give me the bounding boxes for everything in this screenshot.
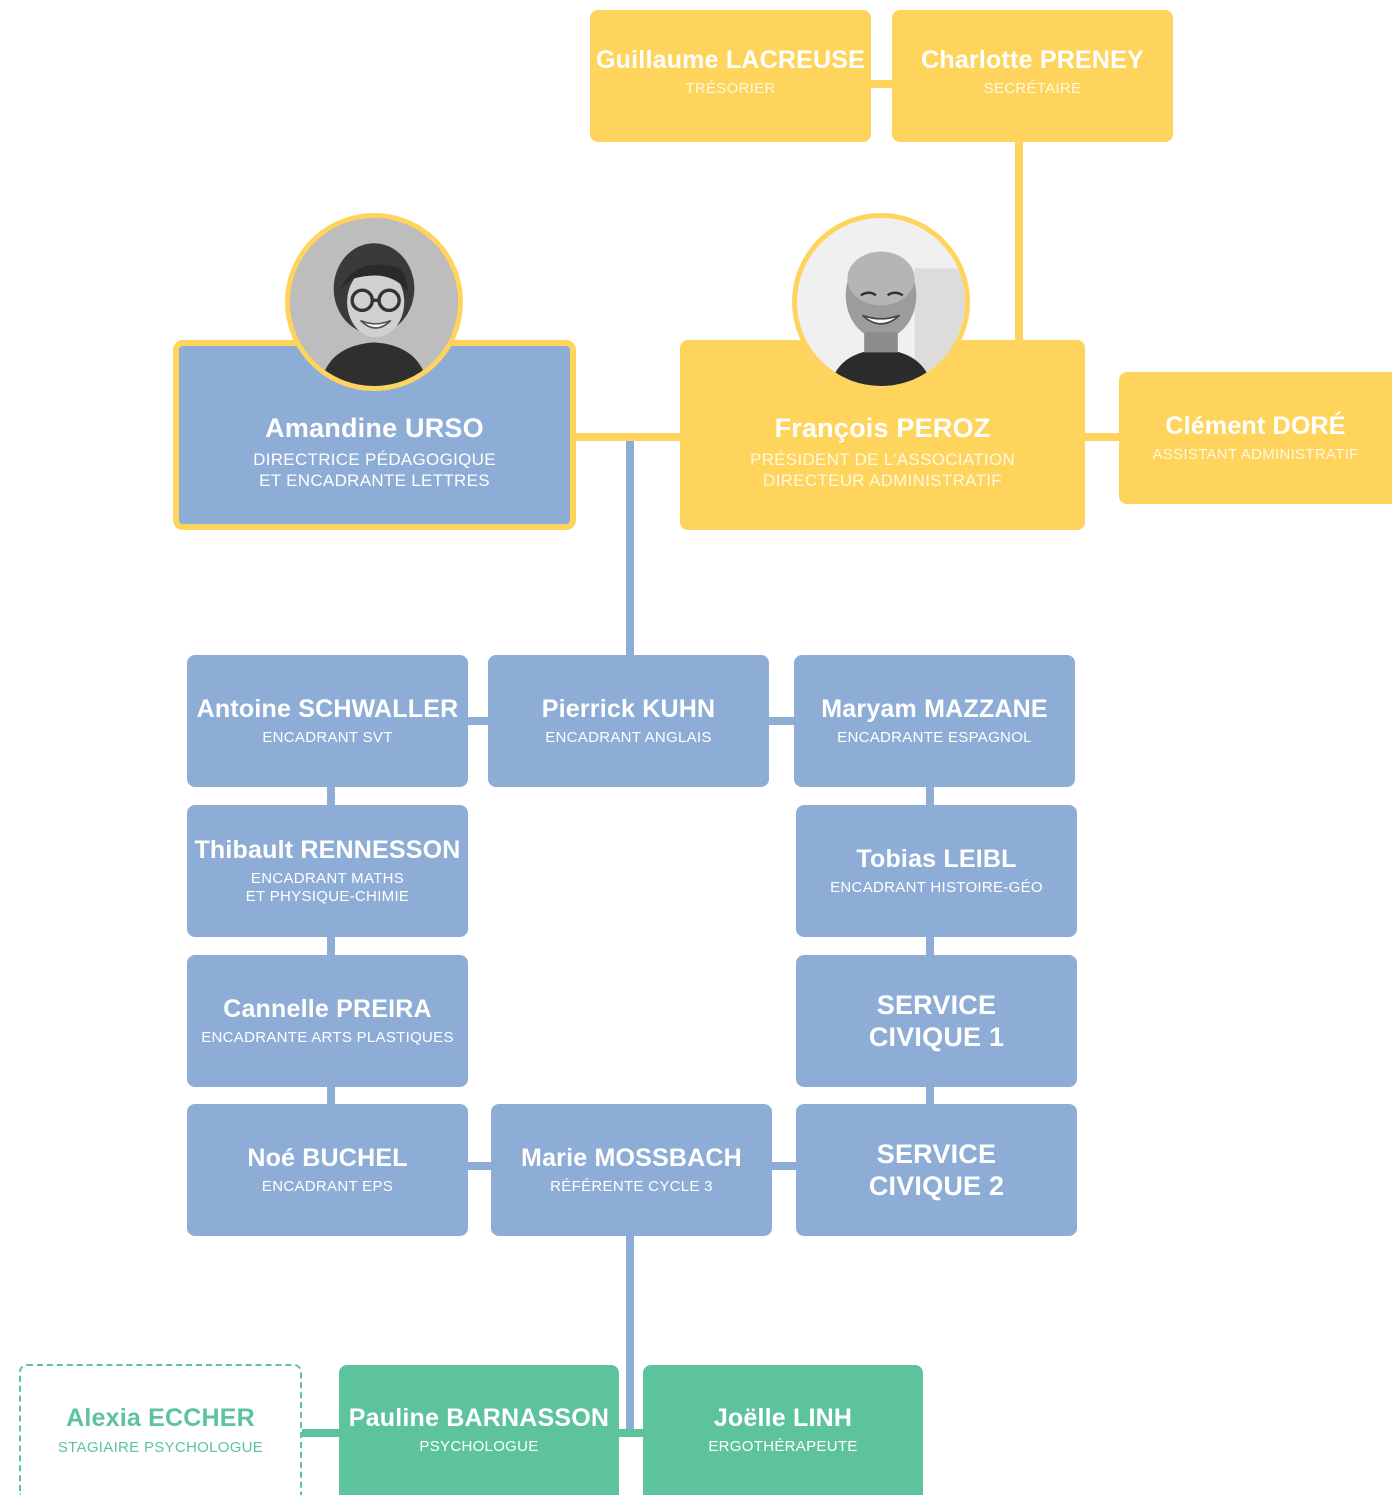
- connector-secretaire-president: [1015, 141, 1023, 342]
- connector-mossbach-health: [626, 1234, 634, 1434]
- mazzane-role: ENCADRANTE ESPAGNOL: [837, 729, 1032, 747]
- buchel-card: Noé BUCHEL ENCADRANT EPS: [187, 1104, 468, 1236]
- service-civique-1-label: SERVICE CIVIQUE 1: [868, 989, 1005, 1052]
- kuhn-name: Pierrick KUHN: [541, 694, 716, 723]
- urso-name: Amandine URSO: [265, 413, 484, 444]
- connector-tresorier-secretaire: [868, 80, 894, 88]
- mazzane-name: Maryam MAZZANE: [821, 694, 1048, 723]
- barnasson-card: Pauline BARNASSON PSYCHOLOGUE: [339, 1365, 619, 1495]
- secretaire-name: Charlotte PRENEY: [921, 46, 1144, 74]
- secretaire-card: Charlotte PRENEY SECRÉTAIRE: [892, 10, 1173, 142]
- connector-schwaller-kuhn: [466, 717, 490, 725]
- service-civique-1-card: SERVICE CIVIQUE 1: [796, 955, 1077, 1087]
- man-portrait-icon: [797, 218, 965, 386]
- rennesson-role: ENCADRANT MATHS ET PHYSIQUE-CHIMIE: [245, 869, 410, 905]
- connector-mossbach-service2: [770, 1162, 798, 1170]
- schwaller-card: Antoine SCHWALLER ENCADRANT SVT: [187, 655, 468, 787]
- barnasson-name: Pauline BARNASSON: [348, 1403, 610, 1432]
- rennesson-card: Thibault RENNESSON ENCADRANT MATHS ET PH…: [187, 805, 468, 937]
- linh-role: ERGOTHÉRAPEUTE: [708, 1438, 858, 1456]
- president-role: PRÉSIDENT DE L’ASSOCIATION DIRECTEUR ADM…: [749, 450, 1016, 490]
- urso-photo: [285, 213, 463, 391]
- eccher-card: Alexia ECCHER STAGIAIRE PSYCHOLOGUE: [19, 1364, 302, 1495]
- tresorier-name: Guillaume LACREUSE: [596, 46, 865, 74]
- schwaller-role: ENCADRANT SVT: [262, 729, 393, 747]
- eccher-role: STAGIAIRE PSYCHOLOGUE: [57, 1438, 264, 1456]
- peroz-photo: [792, 213, 970, 391]
- service-civique-2-label: SERVICE CIVIQUE 2: [868, 1138, 1005, 1201]
- urso-role: DIRECTRICE PÉDAGOGIQUE ET ENCADRANTE LET…: [253, 450, 496, 490]
- connector-urso-president: [574, 433, 682, 441]
- mossbach-card: Marie MOSSBACH RÉFÉRENTE CYCLE 3: [491, 1104, 772, 1236]
- assistant-card: Clément DORÉ ASSISTANT ADMINISTRATIF: [1119, 372, 1392, 504]
- connector-kuhn-mazzane: [767, 717, 796, 725]
- connector-buchel-mossbach: [466, 1162, 493, 1170]
- tresorier-role: TRÉSORIER: [685, 79, 776, 97]
- preira-name: Cannelle PREIRA: [223, 994, 432, 1023]
- connector-left-column: [327, 784, 335, 1106]
- leibl-role: ENCADRANT HISTOIRE-GÉO: [830, 879, 1043, 897]
- barnasson-role: PSYCHOLOGUE: [419, 1438, 539, 1456]
- kuhn-card: Pierrick KUHN ENCADRANT ANGLAIS: [488, 655, 769, 787]
- mazzane-card: Maryam MAZZANE ENCADRANTE ESPAGNOL: [794, 655, 1075, 787]
- secretaire-role: SECRÉTAIRE: [983, 79, 1082, 97]
- connector-right-column: [926, 784, 934, 1106]
- tresorier-card: Guillaume LACREUSE TRÉSORIER: [590, 10, 871, 142]
- linh-name: Joëlle LINH: [713, 1403, 853, 1432]
- leibl-card: Tobias LEIBL ENCADRANT HISTOIRE-GÉO: [796, 805, 1077, 937]
- buchel-name: Noé BUCHEL: [247, 1143, 408, 1172]
- connector-direction-kuhn: [626, 441, 634, 656]
- buchel-role: ENCADRANT EPS: [261, 1178, 394, 1196]
- mossbach-name: Marie MOSSBACH: [521, 1143, 742, 1172]
- preira-role: ENCADRANTE ARTS PLASTIQUES: [201, 1029, 454, 1047]
- connector-eccher-barnasson: [301, 1429, 341, 1437]
- leibl-name: Tobias LEIBL: [856, 844, 1017, 873]
- mossbach-role: RÉFÉRENTE CYCLE 3: [550, 1178, 713, 1196]
- president-card: François PEROZ PRÉSIDENT DE L’ASSOCIATIO…: [680, 340, 1085, 530]
- connector-president-assistant: [1083, 433, 1121, 441]
- schwaller-name: Antoine SCHWALLER: [196, 694, 459, 723]
- kuhn-role: ENCADRANT ANGLAIS: [545, 729, 712, 747]
- president-name: François PEROZ: [774, 413, 991, 444]
- service-civique-2-card: SERVICE CIVIQUE 2: [796, 1104, 1077, 1236]
- eccher-name: Alexia ECCHER: [66, 1404, 255, 1433]
- preira-card: Cannelle PREIRA ENCADRANTE ARTS PLASTIQU…: [187, 955, 468, 1087]
- rennesson-name: Thibault RENNESSON: [194, 836, 461, 865]
- assistant-role: ASSISTANT ADMINISTRATIF: [1152, 445, 1359, 463]
- linh-card: Joëlle LINH ERGOTHÉRAPEUTE: [643, 1365, 923, 1495]
- assistant-name: Clément DORÉ: [1165, 412, 1346, 441]
- connector-barnasson-linh: [617, 1429, 644, 1437]
- woman-portrait-icon: [290, 218, 458, 386]
